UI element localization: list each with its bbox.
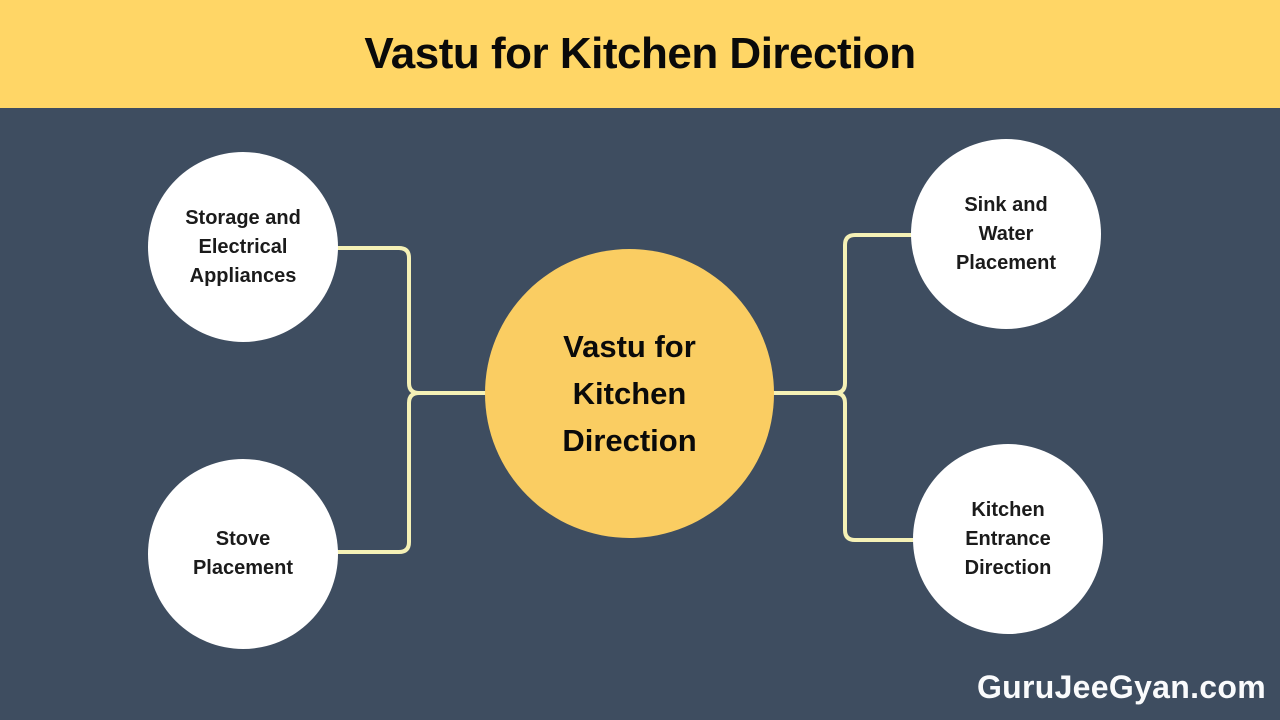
connector-bottom-left-branch [328, 391, 494, 554]
watermark: GuruJeeGyan.com [976, 669, 1266, 705]
header-banner: Vastu for Kitchen Direction [0, 0, 1280, 108]
connector-top-left-branch [328, 246, 494, 395]
connector-bottom-right-branch [766, 391, 920, 542]
page-title: Vastu for Kitchen Direction [364, 29, 916, 78]
connector-top-right-branch [766, 233, 920, 395]
